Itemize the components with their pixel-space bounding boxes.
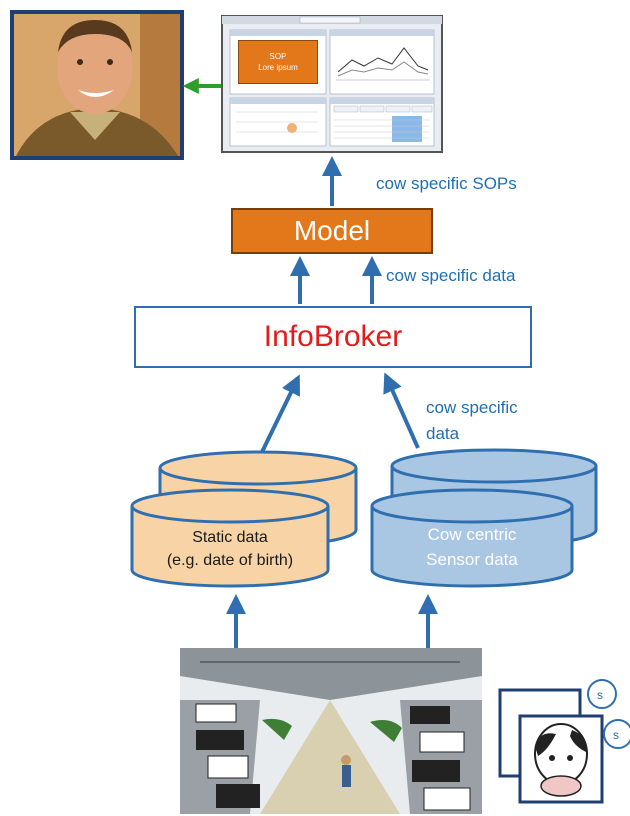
- static-data-label: Static data (e.g. date of birth): [132, 526, 328, 572]
- dashboard-screenshot: [221, 15, 443, 153]
- svg-text:s: s: [613, 728, 619, 742]
- svg-text:s: s: [597, 688, 603, 702]
- dashboard-sop-subtitle: Lore ipsum: [258, 63, 298, 72]
- dashboard-sop-box: SOP Lore ipsum: [238, 40, 318, 84]
- infobroker-box: InfoBroker: [134, 306, 532, 368]
- sensor-data-cylinder: [370, 488, 574, 588]
- static-data-cylinder: [130, 488, 330, 588]
- barn-illustration: [180, 648, 482, 814]
- arrow-static-to-infobroker: [260, 374, 300, 453]
- label-cow-specific-line1: cow specific: [426, 398, 518, 417]
- model-label: Model: [293, 215, 371, 246]
- label-cow-specific-sops: cow specific SOPs: [376, 174, 517, 193]
- sensor-data-label: Cow centric Sensor data: [372, 522, 572, 572]
- static-data-line1: Static data: [192, 529, 268, 546]
- sensor-data-line2: Sensor data: [426, 550, 518, 569]
- model-box: Model: [231, 208, 433, 254]
- cow-sensor-icon: s s: [498, 679, 630, 804]
- label-cow-specific-line2: data: [426, 424, 460, 443]
- dashboard-sop-title: SOP: [269, 52, 287, 61]
- static-data-line2: (e.g. date of birth): [166, 552, 294, 569]
- sensor-data-line1: Cow centric: [427, 525, 517, 544]
- infobroker-label: InfoBroker: [263, 320, 403, 353]
- arrow-sensor-to-infobroker: [383, 372, 420, 449]
- label-cow-specific-data: cow specific data: [386, 266, 516, 285]
- portrait-photo: [10, 10, 184, 160]
